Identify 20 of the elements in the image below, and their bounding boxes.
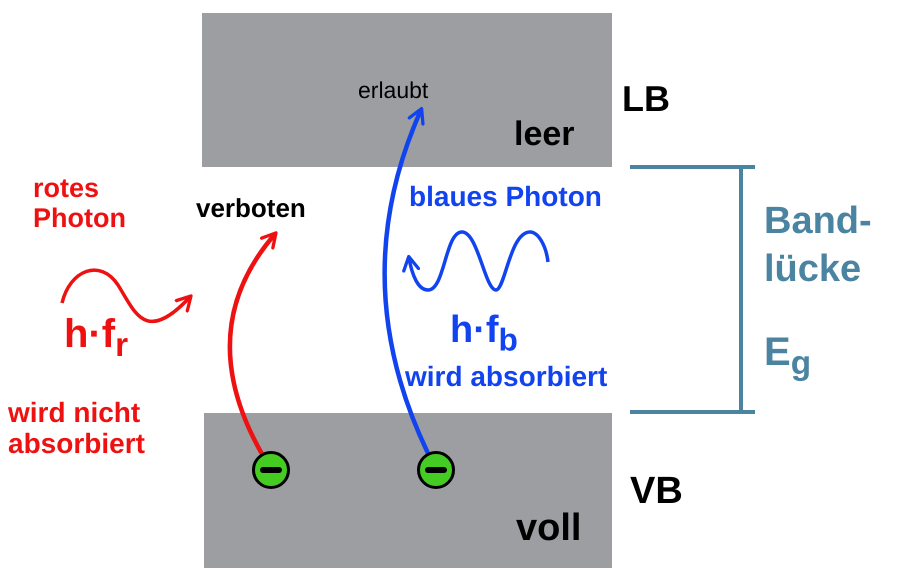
photon-energy: h·f$_{r}$ [64,312,128,365]
valence-band [204,413,612,568]
band-label: erlaubt [356,76,486,110]
absorption-note: wird nicht absorbiert [8,398,146,460]
absorption-note: wird absorbiert [405,362,608,393]
electron-icon [252,451,290,489]
conduction-band [202,13,612,167]
photon-label: blaues Photon [409,182,602,213]
transition-arrow [228,231,278,454]
band-state-label: leer [514,116,574,154]
photon-label: rotes Photon [33,174,127,234]
band-name: VB [630,471,683,513]
band-state-label: voll [516,508,582,550]
electron-icon [417,451,455,489]
band-gap-symbol: E$_{g}$ [764,330,812,383]
transition-arrow [382,106,430,454]
band-label: verboten [194,190,356,234]
photon-energy: h·f$_{b}$ [450,310,518,358]
band-gap-label: Band- lücke [764,199,873,292]
band-name: LB [622,79,670,119]
